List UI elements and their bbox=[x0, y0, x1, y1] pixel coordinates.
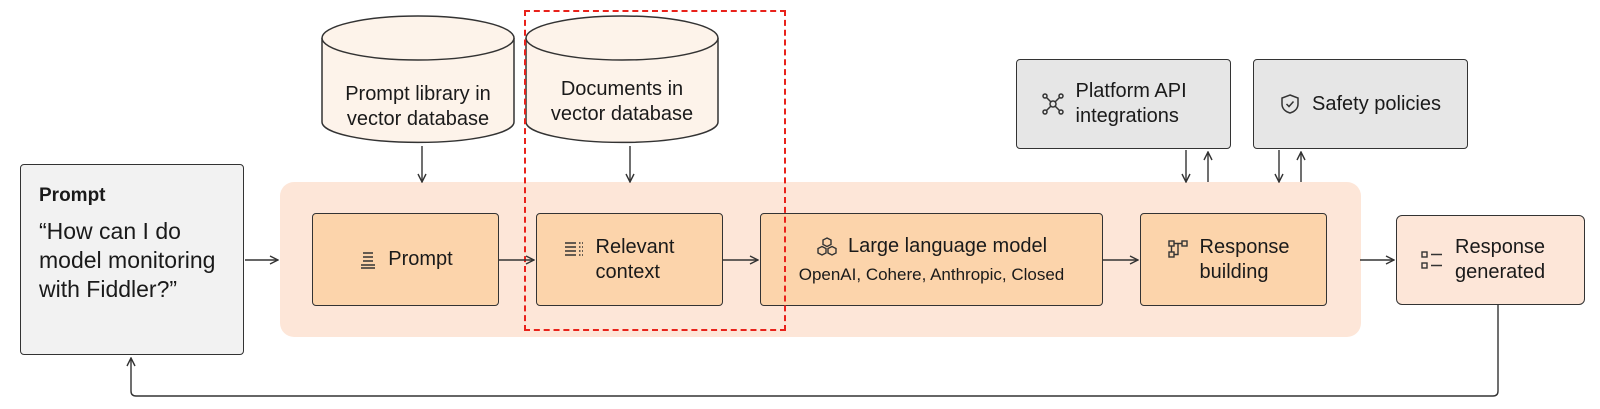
prompt-library-database bbox=[321, 15, 515, 144]
documents-label-wrap: Documents in vector database bbox=[536, 77, 708, 127]
response-building-step: Response building bbox=[1140, 213, 1327, 306]
cubes-icon bbox=[816, 236, 838, 257]
platform-api-label: Platform API integrations bbox=[1075, 80, 1187, 127]
network-icon bbox=[1041, 93, 1064, 115]
prompt-step: Prompt bbox=[312, 213, 499, 306]
llm-step: Large language model OpenAI, Cohere, Ant… bbox=[760, 213, 1103, 306]
list-icon bbox=[564, 241, 584, 257]
prompt-step-label: Prompt bbox=[388, 248, 453, 270]
response-building-label: Response building bbox=[1199, 235, 1290, 283]
llm-providers: OpenAI, Cohere, Anthropic, Closed bbox=[798, 265, 1065, 284]
relevant-context-label: Relevant context bbox=[595, 235, 675, 283]
prompt-library-label-wrap: Prompt library in vector database bbox=[320, 82, 516, 132]
prompt-library-label: Prompt library in vector database bbox=[345, 83, 491, 130]
prompt-question: “How can I do model monitoring with Fidd… bbox=[39, 218, 216, 302]
prompt-input-box: Prompt “How can I do model monitoring wi… bbox=[20, 164, 244, 355]
response-generated-box: Response generated bbox=[1396, 215, 1585, 305]
llm-title-row: Large language model bbox=[816, 234, 1047, 259]
documents-label: Documents in vector database bbox=[550, 78, 694, 125]
safety-policies-label: Safety policies bbox=[1312, 92, 1441, 115]
prompt-title: Prompt bbox=[39, 185, 106, 206]
flow-icon bbox=[1167, 239, 1188, 258]
relevant-context-step: Relevant context bbox=[536, 213, 723, 306]
checklist-icon bbox=[1421, 250, 1443, 270]
llm-title: Large language model bbox=[847, 235, 1048, 257]
highlight-frame bbox=[524, 10, 786, 331]
safety-policies-box: Safety policies bbox=[1253, 59, 1468, 149]
arrow-feedback-loop bbox=[131, 305, 1499, 397]
documents-database bbox=[525, 15, 719, 144]
document-lines-icon bbox=[358, 250, 378, 270]
response-generated-label: Response generated bbox=[1455, 236, 1546, 283]
shield-icon bbox=[1280, 93, 1300, 115]
platform-api-box: Platform API integrations bbox=[1016, 59, 1231, 149]
